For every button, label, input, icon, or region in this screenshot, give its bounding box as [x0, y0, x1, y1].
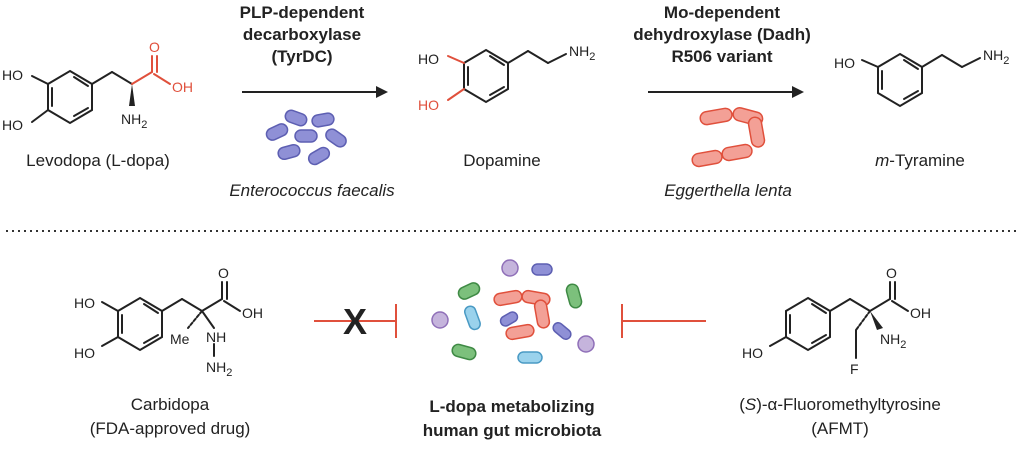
levodopa-o: O — [149, 39, 160, 55]
dopamine-structure: HO HO NH2 — [418, 43, 595, 113]
step2-enzyme-line3: R506 variant — [671, 47, 772, 66]
step2-arrow — [648, 86, 804, 98]
carbidopa-me: Me — [170, 331, 190, 347]
afmt-o: O — [886, 265, 897, 281]
levodopa-ho-1: HO — [2, 67, 23, 83]
enterococcus-cells — [265, 109, 347, 166]
afmt-oh: OH — [910, 305, 931, 321]
step2-enzyme-line1: Mo-dependent — [664, 3, 780, 22]
tyramine-nh2: NH2 — [983, 47, 1009, 67]
carbidopa-structure: HO HO O OH Me NH NH2 — [74, 265, 263, 379]
levodopa-ho-2: HO — [2, 117, 23, 133]
carbidopa-inhibition — [314, 304, 397, 338]
afmt-ring — [785, 296, 831, 352]
step1-enzyme-line1: PLP-dependent — [240, 3, 365, 22]
dopamine-name: Dopamine — [463, 151, 541, 170]
eggerthella-cells — [691, 107, 766, 168]
step2-enzyme-line2: dehydroxylase (Dadh) — [633, 25, 811, 44]
dopamine-ho-1: HO — [418, 51, 439, 67]
dopamine-ring — [463, 48, 509, 104]
carbidopa-o: O — [218, 265, 229, 281]
levodopa-oh: OH — [172, 79, 193, 95]
microbiota-label-line2: human gut microbiota — [423, 421, 602, 440]
carbidopa-ho-2: HO — [74, 345, 95, 361]
carbidopa-ho-1: HO — [74, 295, 95, 311]
carbidopa-nh: NH — [206, 329, 226, 345]
tyramine-ring — [877, 52, 923, 108]
afmt-structure: HO O OH NH2 F — [742, 265, 931, 377]
step2-organism: Eggerthella lenta — [664, 181, 792, 200]
step1-enzyme-line3: (TyrDC) — [271, 47, 332, 66]
afmt-name: (S)-α-Fluoromethyltyrosine — [739, 395, 941, 414]
tyramine-name: m-Tyramine — [875, 151, 965, 170]
afmt-nh2: NH2 — [880, 331, 906, 351]
levodopa-wedge-bond — [129, 84, 135, 106]
levodopa-nh2: NH2 — [121, 111, 147, 131]
dopamine-nh2: NH2 — [569, 43, 595, 63]
carbidopa-description: (FDA-approved drug) — [90, 419, 251, 438]
carbidopa-ring — [117, 296, 163, 352]
afmt-f: F — [850, 361, 859, 377]
block-mark: X — [343, 301, 367, 342]
step1-enzyme-line2: decarboxylase — [243, 25, 361, 44]
carbidopa-oh: OH — [242, 305, 263, 321]
dopamine-ho-2: HO — [418, 97, 439, 113]
levodopa-name: Levodopa (L-dopa) — [26, 151, 170, 170]
levodopa-structure: HO HO NH2 O OH — [2, 39, 193, 133]
afmt-abbreviation: (AFMT) — [811, 419, 869, 438]
gut-microbiota-cluster — [431, 259, 595, 364]
tyramine-ho: HO — [834, 55, 855, 71]
tyramine-structure: HO NH2 — [834, 47, 1009, 108]
carbidopa-name: Carbidopa — [131, 395, 210, 414]
step1-organism: Enterococcus faecalis — [229, 181, 395, 200]
step1-arrow — [242, 86, 388, 98]
levodopa-ring — [47, 69, 93, 125]
afmt-ho: HO — [742, 345, 763, 361]
carbidopa-nh2: NH2 — [206, 359, 232, 379]
microbiota-label-line1: L-dopa metabolizing — [429, 397, 594, 416]
afmt-inhibition — [621, 304, 706, 338]
